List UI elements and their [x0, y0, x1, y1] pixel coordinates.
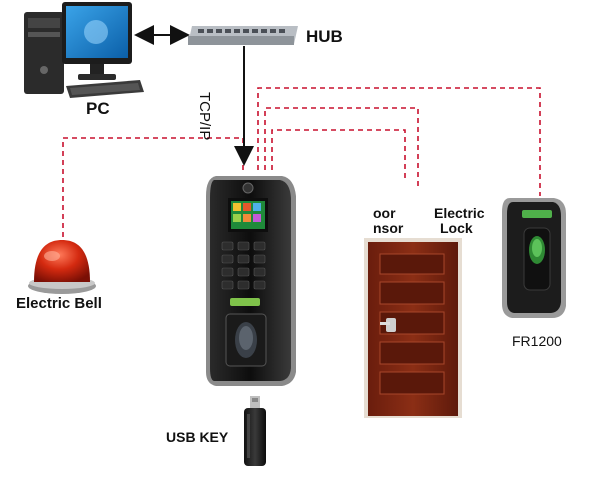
- door-icon: [364, 238, 462, 418]
- hub-label: HUB: [306, 27, 343, 46]
- electric-lock-label-line2: Lock: [440, 220, 473, 236]
- network-switch-icon: [188, 26, 298, 45]
- usb-key-icon: [244, 396, 266, 466]
- usb-key-label: USB KEY: [166, 429, 229, 445]
- edge-terminal-lock: [264, 107, 419, 188]
- electric-lock-label-line1: Electric: [434, 205, 485, 221]
- door-sensor-label-line1: oor: [373, 205, 396, 221]
- fingerprint-reader-icon: [502, 198, 566, 318]
- fingerprint-terminal-icon: [206, 176, 296, 386]
- door-sensor-label-line2: nsor: [373, 220, 404, 236]
- desktop-computer-icon: [24, 2, 144, 98]
- electric-bell-label: Electric Bell: [16, 295, 102, 312]
- wiring-lines: [62, 87, 541, 246]
- fr1200-label: FR1200: [512, 333, 562, 349]
- edge-terminal-door: [271, 129, 406, 182]
- edge-terminal-bell: [62, 137, 244, 246]
- tcp-ip-label: TCP/IP: [196, 92, 213, 141]
- edge-terminal-reader: [257, 87, 541, 196]
- pc-label: PC: [86, 99, 110, 118]
- alarm-bell-icon: [28, 240, 96, 294]
